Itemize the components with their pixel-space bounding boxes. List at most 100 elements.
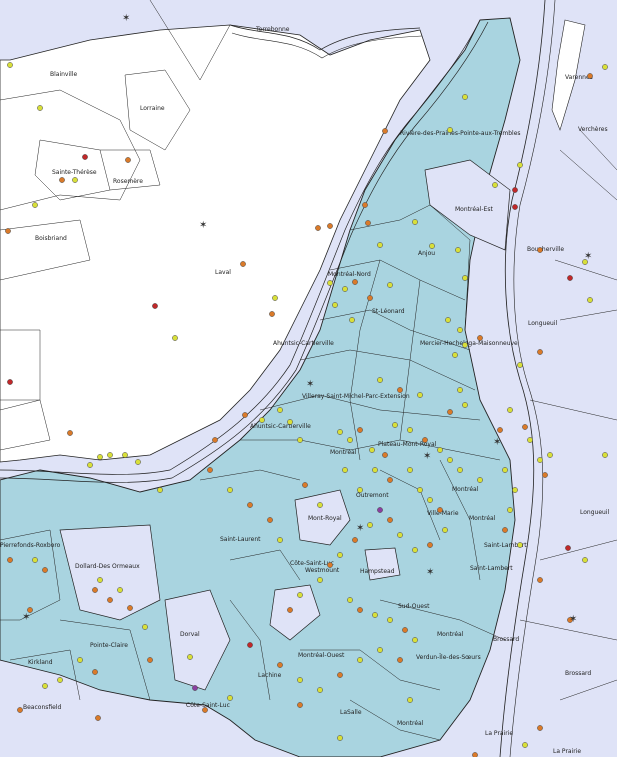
marker-point[interactable] bbox=[377, 647, 383, 653]
marker-point[interactable] bbox=[5, 228, 11, 234]
marker-point[interactable] bbox=[95, 715, 101, 721]
marker-point[interactable] bbox=[372, 612, 378, 618]
marker-point[interactable] bbox=[387, 282, 393, 288]
marker-point[interactable] bbox=[582, 259, 588, 265]
marker-point[interactable] bbox=[227, 695, 233, 701]
marker-point[interactable] bbox=[407, 427, 413, 433]
marker-point[interactable] bbox=[317, 687, 323, 693]
marker-point[interactable] bbox=[387, 477, 393, 483]
marker-point[interactable] bbox=[362, 202, 368, 208]
marker-point[interactable] bbox=[537, 577, 543, 583]
marker-point[interactable] bbox=[537, 725, 543, 731]
marker-point[interactable] bbox=[337, 735, 343, 741]
marker-point[interactable] bbox=[417, 487, 423, 493]
marker-point[interactable] bbox=[507, 507, 513, 513]
marker-point[interactable] bbox=[342, 467, 348, 473]
marker-point[interactable] bbox=[527, 437, 533, 443]
marker-point[interactable] bbox=[247, 642, 253, 648]
marker-point[interactable] bbox=[477, 477, 483, 483]
marker-point[interactable] bbox=[512, 204, 518, 210]
star-marker-icon[interactable]: ✶ bbox=[356, 523, 364, 534]
marker-point[interactable] bbox=[397, 387, 403, 393]
marker-point[interactable] bbox=[117, 587, 123, 593]
marker-point[interactable] bbox=[337, 429, 343, 435]
marker-point[interactable] bbox=[422, 437, 428, 443]
marker-point[interactable] bbox=[537, 349, 543, 355]
marker-point[interactable] bbox=[382, 128, 388, 134]
star-marker-icon[interactable]: ✶ bbox=[569, 614, 577, 625]
marker-point[interactable] bbox=[537, 457, 543, 463]
marker-point[interactable] bbox=[7, 62, 13, 68]
marker-point[interactable] bbox=[497, 427, 503, 433]
star-marker-icon[interactable]: ✶ bbox=[122, 13, 130, 24]
marker-point[interactable] bbox=[369, 447, 375, 453]
marker-point[interactable] bbox=[567, 275, 573, 281]
marker-point[interactable] bbox=[272, 295, 278, 301]
marker-point[interactable] bbox=[72, 177, 78, 183]
marker-point[interactable] bbox=[37, 105, 43, 111]
star-marker-icon[interactable]: ✶ bbox=[426, 567, 434, 578]
marker-point[interactable] bbox=[462, 402, 468, 408]
marker-point[interactable] bbox=[277, 407, 283, 413]
marker-point[interactable] bbox=[377, 507, 383, 513]
marker-point[interactable] bbox=[327, 280, 333, 286]
marker-point[interactable] bbox=[352, 279, 358, 285]
marker-point[interactable] bbox=[602, 64, 608, 70]
marker-point[interactable] bbox=[97, 577, 103, 583]
marker-point[interactable] bbox=[277, 537, 283, 543]
marker-point[interactable] bbox=[327, 223, 333, 229]
marker-point[interactable] bbox=[402, 627, 408, 633]
marker-point[interactable] bbox=[7, 379, 13, 385]
marker-point[interactable] bbox=[172, 335, 178, 341]
marker-point[interactable] bbox=[142, 624, 148, 630]
marker-point[interactable] bbox=[452, 352, 458, 358]
marker-point[interactable] bbox=[315, 225, 321, 231]
marker-point[interactable] bbox=[297, 437, 303, 443]
marker-point[interactable] bbox=[567, 617, 573, 623]
marker-point[interactable] bbox=[32, 557, 38, 563]
marker-point[interactable] bbox=[522, 424, 528, 430]
marker-point[interactable] bbox=[192, 685, 198, 691]
marker-point[interactable] bbox=[259, 417, 265, 423]
marker-point[interactable] bbox=[240, 261, 246, 267]
marker-point[interactable] bbox=[332, 302, 338, 308]
marker-point[interactable] bbox=[32, 202, 38, 208]
marker-point[interactable] bbox=[297, 592, 303, 598]
marker-point[interactable] bbox=[462, 94, 468, 100]
marker-point[interactable] bbox=[302, 482, 308, 488]
marker-point[interactable] bbox=[267, 517, 273, 523]
marker-point[interactable] bbox=[427, 542, 433, 548]
marker-point[interactable] bbox=[125, 157, 131, 163]
marker-point[interactable] bbox=[207, 467, 213, 473]
marker-point[interactable] bbox=[372, 467, 378, 473]
marker-point[interactable] bbox=[107, 452, 113, 458]
marker-point[interactable] bbox=[502, 467, 508, 473]
marker-point[interactable] bbox=[357, 427, 363, 433]
marker-point[interactable] bbox=[347, 437, 353, 443]
marker-point[interactable] bbox=[437, 447, 443, 453]
marker-point[interactable] bbox=[412, 219, 418, 225]
marker-point[interactable] bbox=[547, 452, 553, 458]
marker-point[interactable] bbox=[407, 697, 413, 703]
marker-point[interactable] bbox=[457, 327, 463, 333]
marker-point[interactable] bbox=[357, 607, 363, 613]
marker-point[interactable] bbox=[367, 522, 373, 528]
marker-point[interactable] bbox=[512, 187, 518, 193]
marker-point[interactable] bbox=[377, 377, 383, 383]
marker-point[interactable] bbox=[357, 487, 363, 493]
star-marker-icon[interactable]: ✶ bbox=[423, 451, 431, 462]
marker-point[interactable] bbox=[455, 247, 461, 253]
marker-point[interactable] bbox=[317, 502, 323, 508]
marker-point[interactable] bbox=[472, 752, 478, 757]
star-marker-icon[interactable]: ✶ bbox=[306, 379, 314, 390]
marker-point[interactable] bbox=[247, 502, 253, 508]
marker-point[interactable] bbox=[269, 311, 275, 317]
marker-point[interactable] bbox=[135, 459, 141, 465]
star-marker-icon[interactable]: ✶ bbox=[199, 220, 207, 231]
marker-point[interactable] bbox=[457, 467, 463, 473]
marker-point[interactable] bbox=[342, 286, 348, 292]
marker-point[interactable] bbox=[227, 487, 233, 493]
marker-point[interactable] bbox=[92, 587, 98, 593]
marker-point[interactable] bbox=[349, 317, 355, 323]
marker-point[interactable] bbox=[522, 742, 528, 748]
